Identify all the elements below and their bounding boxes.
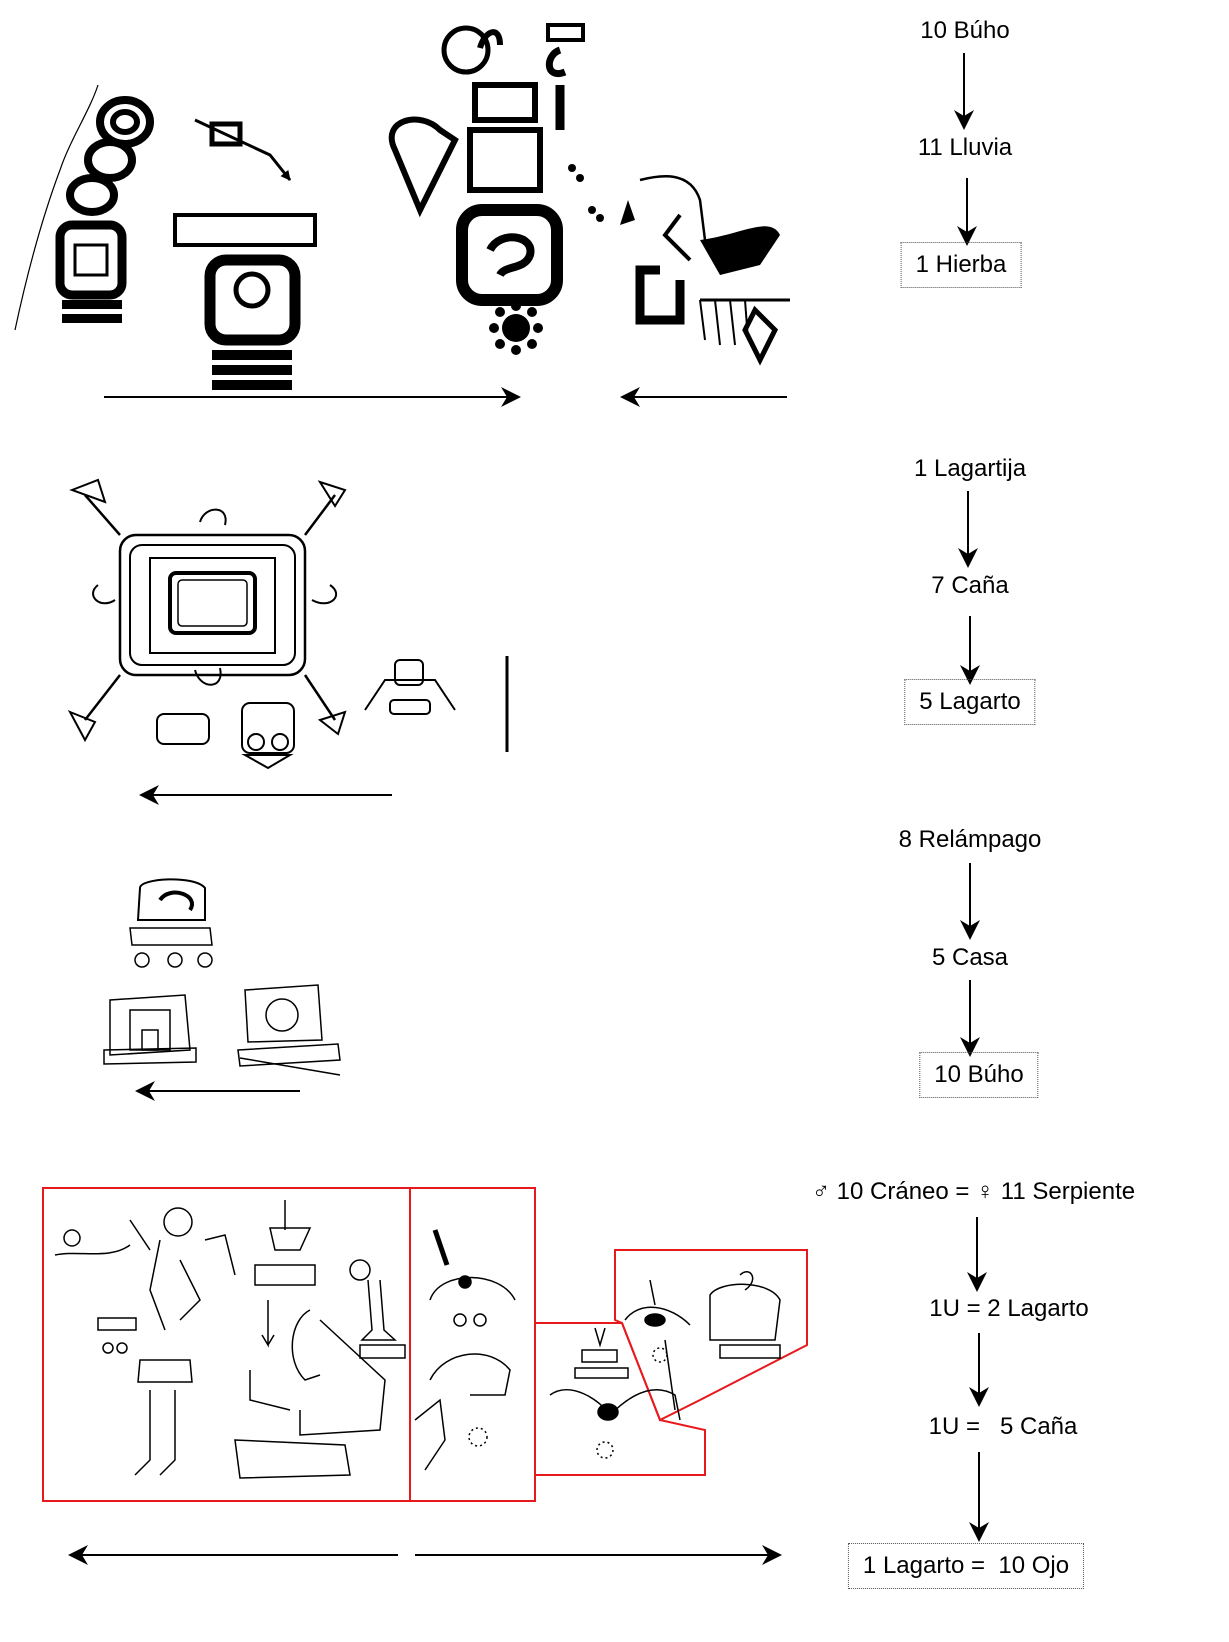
blank-cartouche — [156, 713, 210, 745]
sequence-3-result-box: 10 Búho — [919, 1052, 1039, 1098]
house-glyph — [103, 994, 197, 1065]
sequence-4-result-box: 1 Lagarto = 10 Ojo — [847, 1543, 1085, 1589]
seated-female-figure — [234, 1200, 386, 1479]
spiral-glyph — [55, 96, 154, 323]
sequence-2-label-1: 1 Lagartija — [913, 455, 1027, 482]
lightning-glyph — [129, 878, 213, 968]
bird-glyph — [414, 1353, 511, 1471]
glyph-group-row3 — [103, 878, 341, 1076]
sequence-2-result-box: 5 Lagarto — [904, 679, 1036, 725]
rain-glyph — [173, 118, 317, 390]
serpent-head-glyph — [620, 174, 790, 366]
small-standing-glyph — [349, 1259, 406, 1359]
temple-platform-glyph — [67, 478, 347, 743]
male-symbol: ♂ — [812, 1178, 830, 1205]
glyph-group-row4 — [42, 1187, 808, 1502]
skeleton-figure — [54, 1207, 236, 1476]
glyph-group-row1 — [14, 23, 790, 390]
arrow-deity-glyph — [624, 1279, 691, 1411]
sequence-3-label-1: 8 Relámpago — [898, 826, 1042, 853]
sequence-4-label-2: 1U = 5 Caña — [928, 1413, 1078, 1440]
brazier-glyph — [364, 659, 456, 715]
marriage-header: ♂ 10 Cráneo = ♀ 11 Serpiente — [812, 1178, 1135, 1206]
highlight-frame-lower — [534, 1322, 706, 1476]
highlight-frame-middle — [409, 1187, 536, 1502]
female-name: 11 Serpiente — [1000, 1178, 1136, 1205]
monkey-head-glyph — [709, 1270, 781, 1359]
sequence-1-result-box: 1 Hierba — [900, 242, 1022, 288]
sequence-3-label-2: 5 Casa — [931, 944, 1009, 971]
glyph-group-row2 — [67, 478, 509, 770]
sequence-2-label-2: 7 Caña — [931, 572, 1009, 599]
female-symbol: ♀ — [976, 1178, 995, 1205]
headdress-glyph — [429, 1229, 516, 1327]
grass-glyph — [388, 23, 604, 355]
highlight-frame-upper — [614, 1249, 808, 1422]
highlight-frame-left — [42, 1187, 411, 1502]
owl-glyph — [237, 984, 341, 1076]
sequence-1-label-1: 10 Búho — [920, 17, 1010, 44]
crowned-glyph — [549, 1327, 681, 1459]
sequence-1-label-2: 11 Lluvia — [917, 134, 1013, 161]
sequence-4-label-1: 1U = 2 Lagarto — [929, 1295, 1089, 1322]
mask-glyph — [241, 702, 295, 770]
male-name: 10 Cráneo = — [836, 1178, 970, 1205]
